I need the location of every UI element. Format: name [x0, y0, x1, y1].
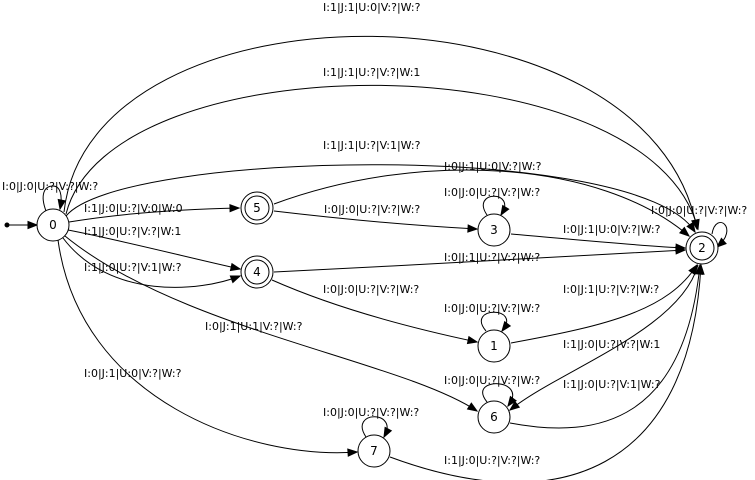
transition-label: I:0|J:0|U:?|V:?|W:? — [444, 302, 540, 315]
transition-7-to-7 — [361, 416, 388, 438]
transition-3-to-3-arrowhead — [500, 204, 510, 217]
transition-0-to-2-arrowhead — [691, 218, 700, 231]
state-4: 4 — [240, 255, 274, 289]
transition-2-to-6 — [509, 264, 699, 411]
transition-label: I:0|J:0|U:?|V:?|W:? — [444, 374, 540, 387]
transition-0-to-5-arrowhead — [229, 203, 241, 213]
state-0: 0 — [36, 208, 70, 242]
transition-label: I:0|J:1|U:0|V:?|W:? — [444, 160, 542, 173]
transition-0-to-6 — [64, 235, 478, 412]
state-circle — [477, 400, 511, 434]
transition-0-to-7-arrowhead — [347, 448, 359, 457]
state-label: 1 — [490, 339, 498, 353]
state-2: 2 — [685, 231, 719, 265]
state-6: 6 — [477, 400, 511, 434]
transition-label: I:0|J:1|U:0|V:?|W:? — [84, 367, 182, 380]
state-circle — [477, 329, 511, 363]
transition-0-to-7 — [57, 239, 358, 454]
transition-4-to-1-arrowhead — [466, 335, 479, 345]
transition-5-to-2-arrowhead — [679, 226, 691, 237]
transition-0-to-2 — [65, 164, 696, 233]
transition-label: I:1|J:0|U:?|V:0|W:0 — [84, 202, 183, 215]
transition-label: I:1|J:0|U:?|V:1|W:? — [84, 261, 182, 274]
transition-label: I:0|J:1|U:?|V:?|W:? — [444, 251, 540, 264]
transition-0-to-5 — [68, 207, 240, 223]
transition-label: I:0|J:0|U:?|V:?|W:? — [323, 406, 419, 419]
state-label: 5 — [253, 201, 261, 215]
transition-0-to-2 — [63, 35, 698, 230]
transition-6-to-2 — [509, 264, 701, 429]
transition-label: I:1|J:1|U:?|V:1|W:? — [323, 139, 421, 152]
transition-label: I:1|J:1|U:?|V:?|W:1 — [323, 66, 420, 79]
accepting-ring — [244, 259, 270, 285]
transition-6-to-6-arrowhead — [507, 395, 517, 408]
transition-0-to-4-arrowhead — [229, 262, 242, 272]
transition-2-to-6-arrowhead — [508, 400, 521, 411]
transition-label: I:0|J:0|U:?|V:?|W:? — [323, 283, 419, 296]
states-layer: 0 1 2 3 4 5 6 7 — [36, 191, 719, 468]
state-label: 7 — [370, 444, 378, 458]
state-label: 0 — [49, 218, 57, 232]
state-5: 5 — [240, 191, 274, 225]
transition-4-to-1 — [271, 279, 478, 343]
state-3: 3 — [477, 213, 511, 247]
transition-0-to-4-arrowhead — [229, 275, 242, 284]
transition-4-to-2-arrowhead — [675, 246, 687, 255]
transition-7-to-7-arrowhead — [383, 426, 393, 439]
transition-7-to-2 — [389, 264, 702, 480]
transition-1-to-1-arrowhead — [501, 320, 512, 333]
state-label: 6 — [490, 410, 498, 424]
transition-0-to-2 — [65, 84, 699, 230]
state-label: 2 — [698, 241, 706, 255]
transition-labels-layer: I:0|J:0|U:?|V:?|W:? I:1|J:1|U:0|V:?|W:? I:… — [2, 1, 747, 467]
transition-2-to-2-arrowhead — [715, 237, 727, 248]
transition-3-to-2 — [510, 233, 686, 249]
state-label: 4 — [253, 265, 261, 279]
transition-label: I:0|J:0|U:?|V:?|W:? — [444, 186, 540, 199]
state-label: 3 — [490, 223, 498, 237]
transition-label: I:1|J:0|U:?|V:?|W:? — [444, 454, 540, 467]
transition-0-to-4 — [62, 237, 241, 288]
transition-5-to-3-arrowhead — [467, 224, 479, 233]
transition-label: I:0|J:0|U:?|V:?|W:? — [651, 204, 747, 217]
transition-0-to-4 — [67, 229, 241, 270]
transition-label: I:1|J:0|U:?|V:1|W:? — [563, 378, 661, 391]
accepting-ring — [244, 195, 270, 221]
transition-1-to-2 — [510, 264, 698, 344]
transition-5-to-3 — [273, 210, 478, 230]
transition-label: I:0|J:1|U:?|V:?|W:? — [563, 283, 659, 296]
transition-0-to-0-arrowhead — [57, 198, 66, 211]
transition-label: I:0|J:1|U:1|V:?|W:? — [205, 320, 303, 333]
transition-7-to-2-arrowhead — [696, 263, 705, 275]
transition-0-to-2-arrowhead — [686, 221, 696, 234]
transition-label: I:1|J:0|U:?|V:?|W:1 — [563, 338, 660, 351]
state-circle — [477, 213, 511, 247]
state-7: 7 — [357, 434, 391, 468]
transitions-layer — [4, 35, 728, 480]
transition-4-to-2 — [273, 249, 686, 273]
transition-label: I:0|J:0|U:?|V:?|W:? — [2, 180, 98, 193]
transition-label: I:1|J:1|U:0|V:?|W:? — [323, 1, 421, 14]
transition-label: I:0|J:1|U:0|V:?|W:? — [563, 223, 661, 236]
transition-0-to-0 — [42, 185, 62, 212]
state-circle — [36, 208, 70, 242]
initial-state-arrowhead — [27, 220, 39, 230]
accepting-ring — [689, 235, 715, 261]
transition-0-to-6-arrowhead — [466, 402, 479, 412]
transition-label: I:1|J:0|U:?|V:?|W:1 — [84, 225, 181, 238]
transition-label: I:0|J:0|U:?|V:?|W:? — [324, 203, 420, 216]
transition-5-to-2 — [273, 169, 690, 237]
state-circle — [357, 434, 391, 468]
state-1: 1 — [477, 329, 511, 363]
